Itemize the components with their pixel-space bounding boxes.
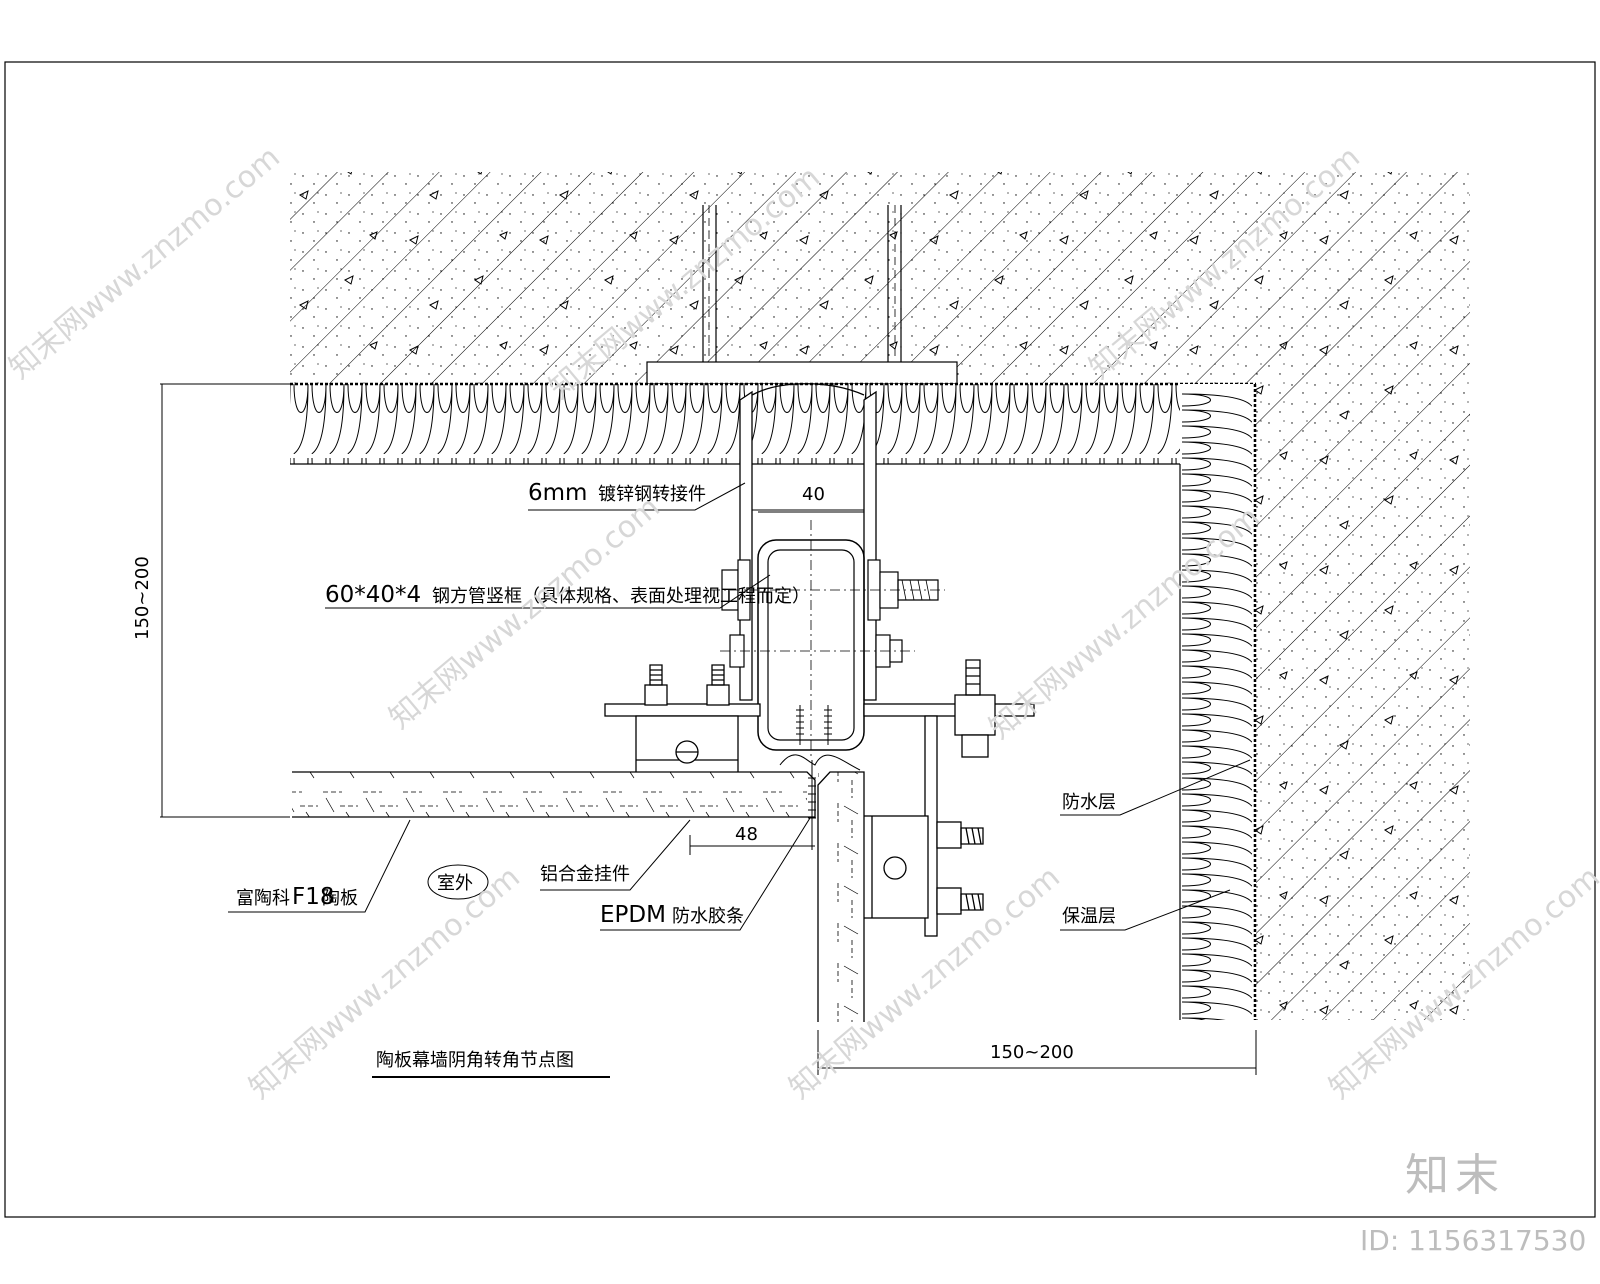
label-outdoor: 室外: [437, 873, 473, 894]
watermark-4: 知末网www.znzmo.com: [383, 490, 667, 736]
label-waterproof: 防水层: [1062, 792, 1116, 813]
label-epdm-strip: 防水胶条: [672, 906, 744, 927]
id-watermark: ID: 1156317530: [1360, 1224, 1586, 1257]
label-steel-tube: 钢方管竖框（具体规格、表面处理视工程而定）: [432, 586, 810, 607]
label-steel-connector: 镀锌钢转接件: [598, 484, 706, 505]
steel-square-tube: [757, 520, 865, 760]
insulation-horizontal: [290, 382, 1256, 465]
brand-watermark: 知末: [1405, 1150, 1505, 1201]
label-ceramic-brand: 富陶科: [236, 888, 290, 909]
label-60x40x4: 60*40*4: [325, 582, 421, 608]
dimension-vertical: [160, 383, 290, 818]
label-aluminum-hanger: 铝合金挂件: [540, 864, 630, 885]
drawing-title: 陶板幕墙阴角转角节点图: [376, 1050, 574, 1071]
dim-48-text: 48: [735, 824, 758, 845]
outdoor-bubble: [427, 864, 489, 900]
dim-horizontal-text: 150~200: [990, 1042, 1074, 1063]
self-tapping-screws: [779, 705, 861, 771]
leader-lines: [228, 482, 1251, 931]
ceramic-panel-vertical: [817, 771, 865, 1022]
dimension-horizontal: [817, 1030, 1257, 1075]
epdm-strip: [808, 760, 816, 850]
label-epdm: EPDM: [600, 902, 666, 928]
label-ceramic-panel: 陶板: [322, 888, 358, 909]
label-f18: F18: [292, 884, 335, 910]
dim-40-text: 40: [802, 484, 825, 505]
label-6mm: 6mm: [528, 480, 587, 506]
dim-vertical-text: 150~200: [132, 556, 153, 640]
ceramic-panel-horizontal: [292, 771, 816, 818]
drawing-frame: [4, 61, 1596, 1218]
label-insulation: 保温层: [1062, 906, 1116, 927]
tube-bolts: [710, 559, 945, 668]
insulation-vertical: [1179, 384, 1257, 1020]
watermark-1: 知末网www.znzmo.com: [3, 140, 287, 386]
dimension-48: [689, 835, 815, 855]
